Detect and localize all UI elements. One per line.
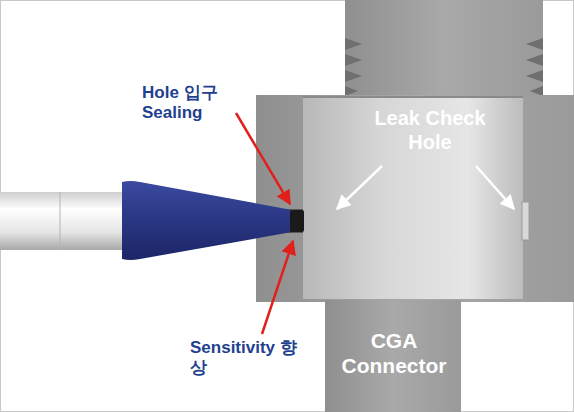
thread-teeth <box>345 38 543 96</box>
inner-cavity <box>303 97 523 299</box>
probe-tube <box>0 192 130 250</box>
leader-arrow <box>476 166 514 209</box>
part-label: Leak Check Hole <box>366 106 494 154</box>
part-label: CGA Connector <box>333 328 455 378</box>
probe-tip <box>290 210 304 232</box>
threaded-neck <box>345 0 543 97</box>
probe-cone <box>122 181 292 260</box>
leader-arrow <box>337 166 382 209</box>
leak-check-hole <box>522 202 529 240</box>
leader-arrow <box>236 113 290 204</box>
connector-stem <box>325 300 461 412</box>
callout-label: Hole 입구 Sealing <box>142 83 234 124</box>
callout-label: Sensitivity 향상 <box>190 338 298 379</box>
leader-arrow <box>262 241 293 334</box>
connector-body <box>256 95 574 302</box>
